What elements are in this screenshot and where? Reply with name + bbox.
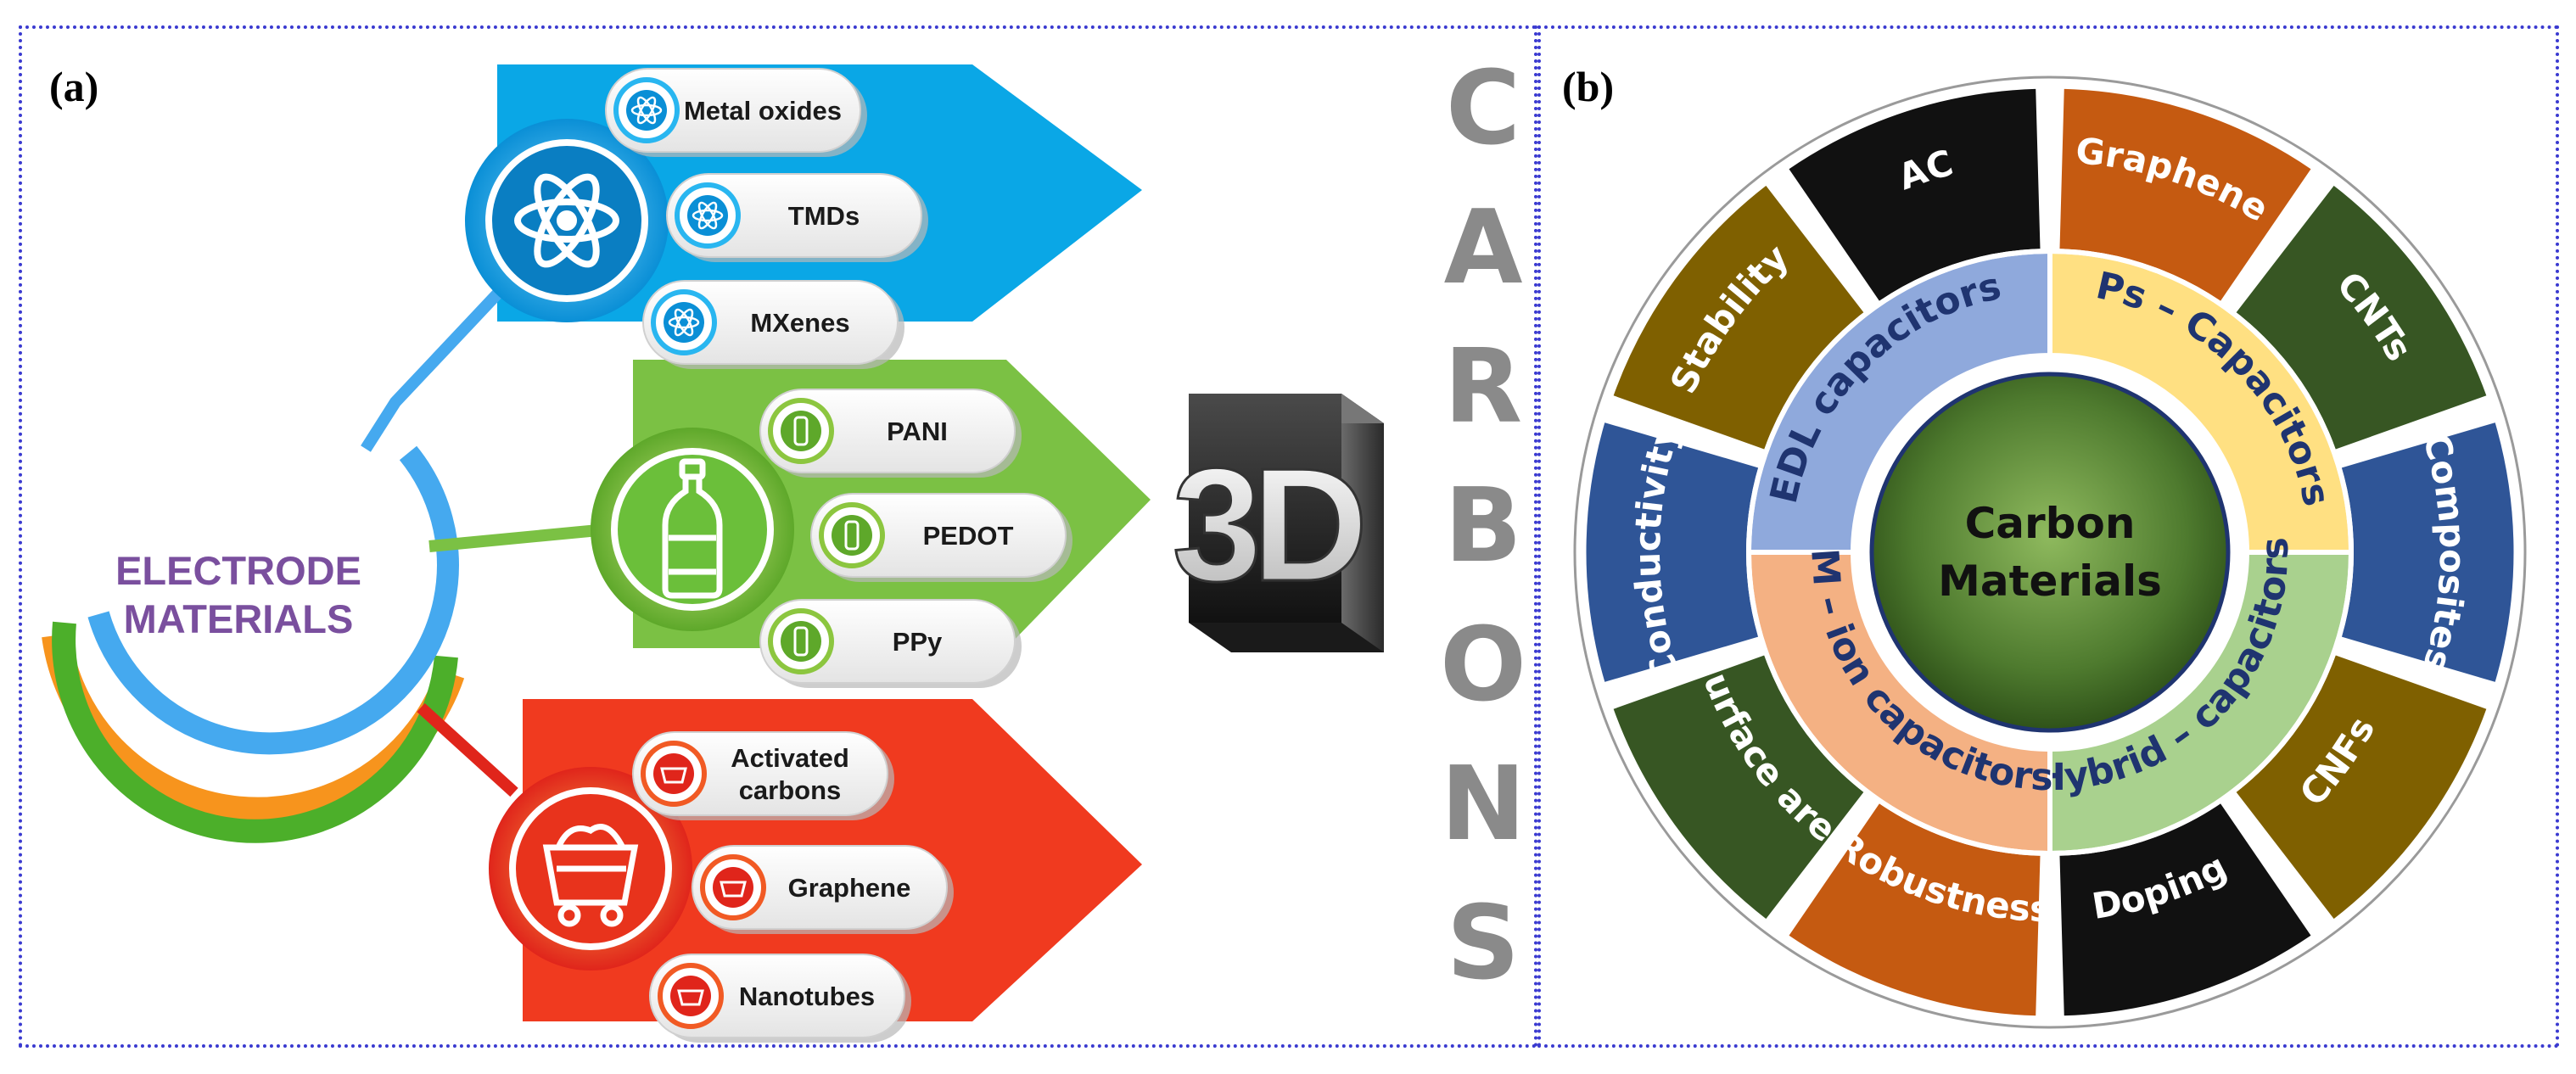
- carbons-letter: R: [1444, 328, 1522, 446]
- group-circle-carbon: [489, 767, 692, 971]
- hub-title-line-1: ELECTRODE: [115, 548, 361, 593]
- mine-cart-icon: [713, 867, 753, 908]
- material-pill-label: PANI: [887, 417, 948, 446]
- panel-b-label: (b): [1562, 63, 1614, 110]
- connector-red: [417, 702, 518, 797]
- panel-a-label: (a): [49, 63, 98, 110]
- carbons-letter: C: [1446, 50, 1520, 168]
- center-text-line-1: Carbon: [1965, 499, 2136, 548]
- material-pill-label: Graphene: [788, 873, 911, 903]
- group-circle-polymer: [591, 428, 794, 631]
- bottle-icon: [781, 621, 821, 662]
- material-pill: Metal oxides: [605, 68, 867, 157]
- material-pill: Nanotubes: [649, 954, 911, 1043]
- center-disc: Carbon Materials: [1856, 359, 2243, 746]
- atom-icon: [687, 195, 728, 236]
- mine-cart-icon: [542, 824, 639, 927]
- mine-cart-icon: [670, 976, 711, 1016]
- carbons-letter: A: [1444, 189, 1523, 307]
- material-pill: PEDOT: [810, 493, 1072, 582]
- bottle-icon: [832, 515, 872, 556]
- group-circle-inorganic: [465, 119, 669, 322]
- atom-icon: [626, 90, 667, 131]
- material-pill-label: MXenes: [750, 308, 849, 338]
- material-pill: Graphene: [692, 845, 954, 934]
- electrode-materials-diagram: (a) ELECTRODE MATERIALS: [42, 50, 1526, 1043]
- mine-cart-icon: [653, 753, 694, 794]
- material-pill: MXenes: [642, 280, 904, 369]
- connector-blue: [361, 254, 536, 452]
- hub-arc-green: [52, 621, 458, 843]
- bottle-icon: [781, 411, 821, 451]
- material-pill: TMDs: [666, 173, 928, 262]
- bottle-icon: [662, 458, 723, 599]
- atom-icon: [664, 302, 704, 343]
- carbons-letter: O: [1440, 607, 1526, 724]
- material-pill-label: PEDOT: [923, 521, 1014, 551]
- 3d-badge-text: 3D: [1173, 435, 1363, 615]
- carbons-letter: N: [1441, 746, 1526, 864]
- material-pill-label: PPy: [893, 627, 943, 657]
- material-pill-label: Nanotubes: [739, 982, 875, 1011]
- connector-green: [428, 523, 608, 552]
- material-pill: PANI: [759, 389, 1022, 478]
- center-text-line-2: Materials: [1938, 557, 2162, 606]
- atom-icon: [514, 173, 619, 268]
- material-pill-label: Metal oxides: [684, 96, 842, 126]
- material-pill-label: TMDs: [788, 201, 860, 231]
- hub-title-line-2: MATERIALS: [124, 596, 354, 641]
- carbons-letter: B: [1444, 467, 1521, 585]
- material-pill: PPy: [759, 599, 1022, 688]
- 3d-badge: 3D: [1171, 394, 1384, 652]
- panel-a: (a) ELECTRODE MATERIALS: [19, 25, 1537, 1048]
- carbons-letter: S: [1447, 885, 1520, 1003]
